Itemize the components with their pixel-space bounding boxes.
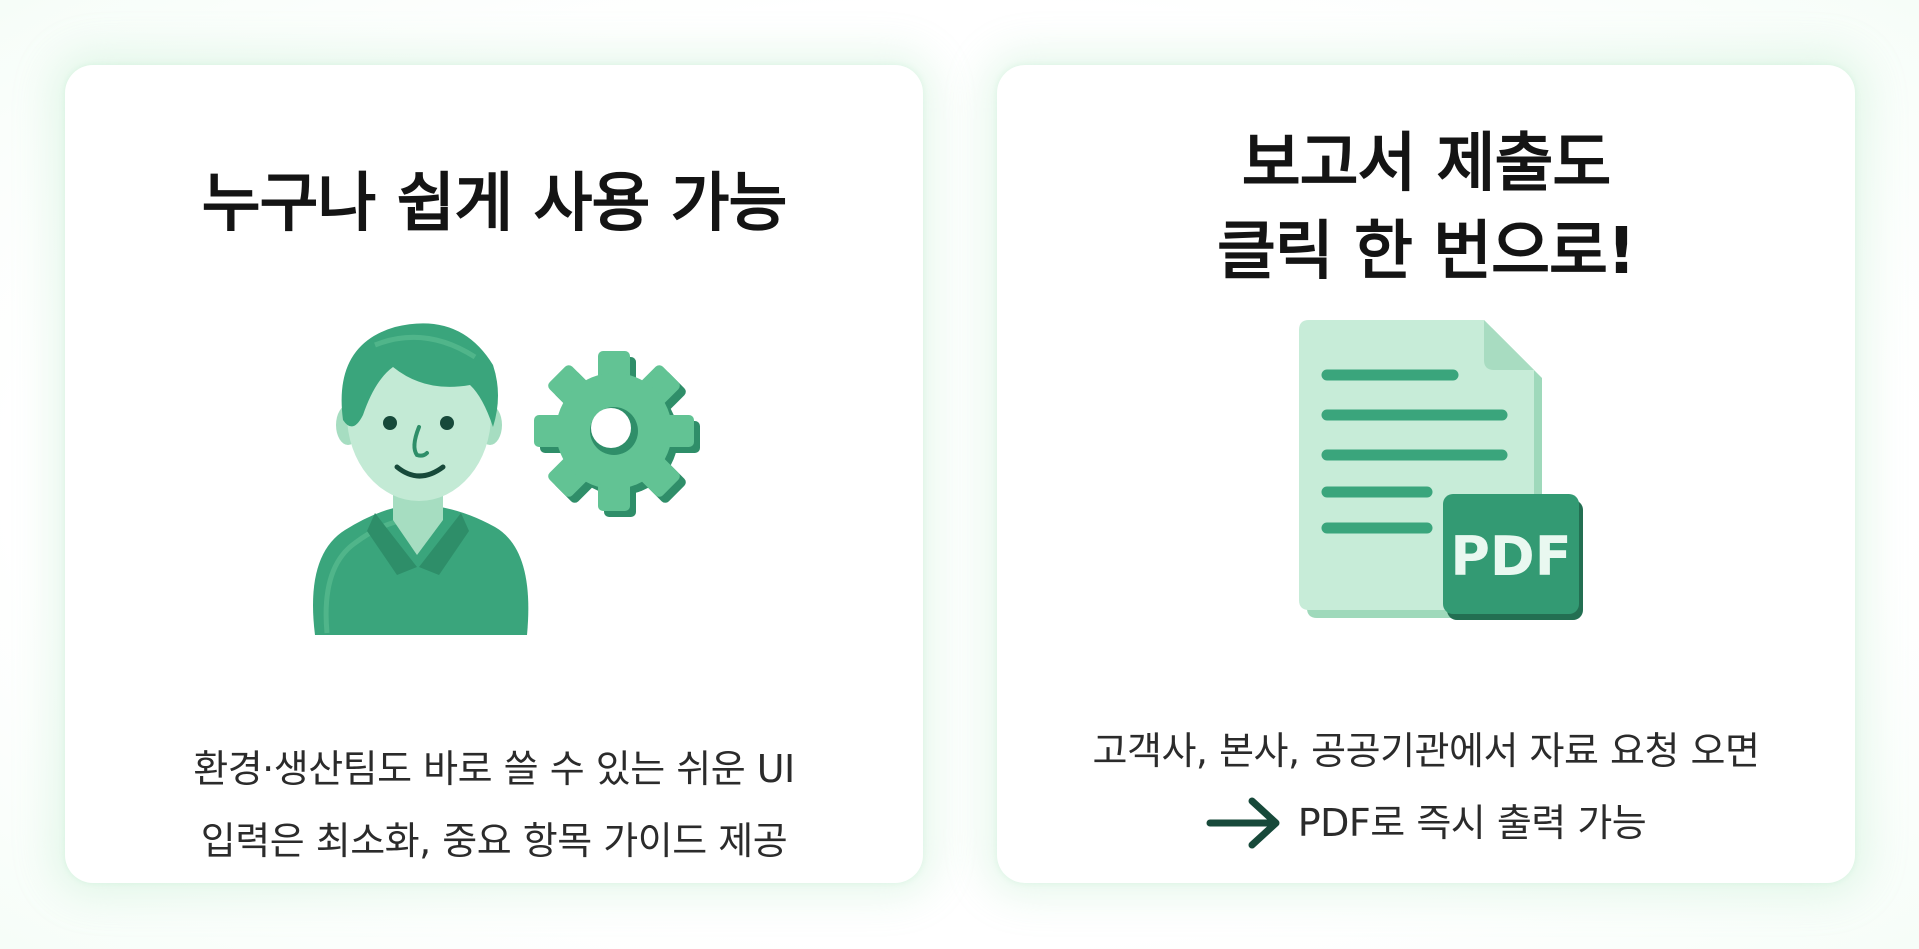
card-description: 고객사, 본사, 공공기관에서 자료 요청 오면 PDF로 즉시 출력 가능 [997,715,1855,859]
card-description: 환경·생산팀도 바로 쓸 수 있는 쉬운 UI 입력은 최소화, 중요 항목 가… [65,733,923,877]
card-description-line: 환경·생산팀도 바로 쓸 수 있는 쉬운 UI [193,747,795,791]
card-title: 누구나 쉽게 사용 가능 [65,160,923,248]
pdf-badge-label: PDF [1450,525,1571,588]
card-title-line: 누구나 쉽게 사용 가능 [201,167,788,241]
card-description-line: 입력은 최소화, 중요 항목 가이드 제공 [200,819,788,863]
gear-icon [534,351,700,517]
card-title-line: 클릭 한 번으로! [1216,215,1636,289]
card-title: 보고서 제출도 클릭 한 번으로! [997,120,1855,296]
pdf-document-icon: PDF [1299,320,1583,620]
feature-card-report-export: 보고서 제출도 클릭 한 번으로! PDF 고객 [997,65,1855,883]
feature-card-easy-use: 누구나 쉽게 사용 가능 [65,65,923,883]
card-description-text: PDF로 즉시 출력 가능 [1297,801,1647,845]
card-description-line: 고객사, 본사, 공공기관에서 자료 요청 오면 [1092,729,1760,773]
card-title-line: 보고서 제출도 [1241,127,1612,201]
card-description-line-with-arrow: PDF로 즉시 출력 가능 [997,787,1855,859]
arrow-right-icon [1206,797,1280,849]
person-icon [313,323,529,635]
